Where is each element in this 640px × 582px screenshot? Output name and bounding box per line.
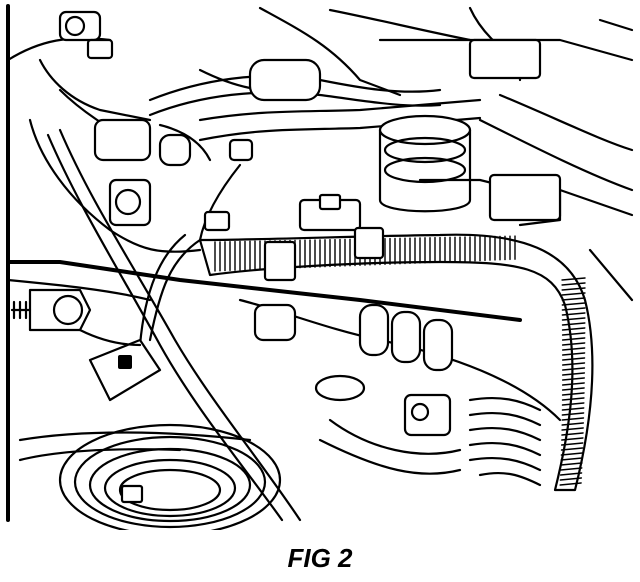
coolant-pipes: [198, 38, 542, 242]
crank-pulley: [18, 423, 282, 530]
reservoir-cap: [378, 114, 562, 227]
cooling-fins: [468, 396, 542, 487]
background-structure: [6, 4, 634, 522]
drive-belt: [46, 128, 302, 522]
corrugated-harness: [198, 226, 594, 492]
upper-left-components: [28, 10, 442, 253]
alternator: [238, 298, 562, 487]
alternator-vents: [358, 303, 454, 372]
connector-block: [203, 193, 362, 232]
left-wiring-bolt: [10, 233, 202, 402]
engine-bay-line-drawing: [6, 4, 634, 530]
figure-caption: FIG 2: [287, 543, 353, 573]
